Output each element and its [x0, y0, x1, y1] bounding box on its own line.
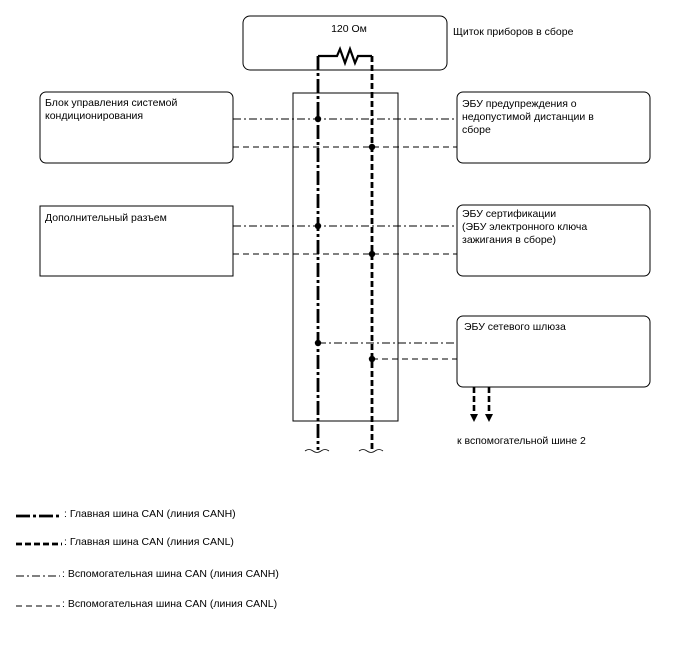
certification-ecu-label-line1: ЭБУ сертификации	[462, 208, 556, 220]
aux-connector-box	[39, 205, 234, 277]
certification-ecu-label-line2: (ЭБУ электронного ключа	[462, 221, 587, 233]
clearance-warning-ecu-label-line2: недопустимой дистанции в	[462, 111, 594, 123]
clearance-warning-ecu-label-line3: сборе	[462, 124, 491, 136]
legend-sub-canh-label: : Вспомогательная шина CAN (линия CANH)	[62, 568, 279, 580]
combination-meter-label: Щиток приборов в сборе	[453, 26, 574, 38]
gateway-ecu-label: ЭБУ сетевого шлюза	[464, 321, 566, 333]
aux-connector-label: Дополнительный разъем	[45, 212, 167, 224]
junction-dot	[314, 222, 322, 230]
terminating-resistor	[318, 45, 372, 67]
resistor-label: 120 Ом	[331, 23, 367, 35]
clearance-warning-ecu-label-line1: ЭБУ предупреждения о	[462, 98, 577, 110]
junction-connector-box	[292, 92, 399, 422]
junction-dot	[314, 115, 322, 123]
legend-main-canl-label: : Главная шина CAN (линия CANL)	[64, 536, 234, 548]
legend-main-canh-label: : Главная шина CAN (линия CANH)	[64, 508, 236, 520]
clearance-warning-ecu-box	[456, 91, 651, 164]
legend: : Главная шина CAN (линия CANH) : Главна…	[16, 508, 279, 610]
junction-dot	[314, 339, 322, 347]
junction-dot	[368, 355, 376, 363]
to-sub-bus-label: к вспомогательной шине 2	[457, 435, 586, 447]
junction-dot	[368, 250, 376, 258]
canl-break-mark	[358, 449, 384, 453]
legend-sub-canl-label: : Вспомогательная шина CAN (линия CANL)	[62, 598, 277, 610]
ac-ecu-label-line1: Блок управления системой	[45, 97, 178, 109]
ac-ecu-box	[39, 91, 234, 164]
junction-dot	[368, 143, 376, 151]
gateway-ecu-box	[456, 315, 651, 388]
canh-break-mark	[304, 449, 330, 453]
certification-ecu-label-line3: зажигания в сборе)	[462, 234, 556, 246]
certification-ecu-box	[456, 204, 651, 277]
ac-ecu-label-line2: кондиционирования	[45, 110, 143, 122]
combination-meter-box	[242, 15, 448, 71]
